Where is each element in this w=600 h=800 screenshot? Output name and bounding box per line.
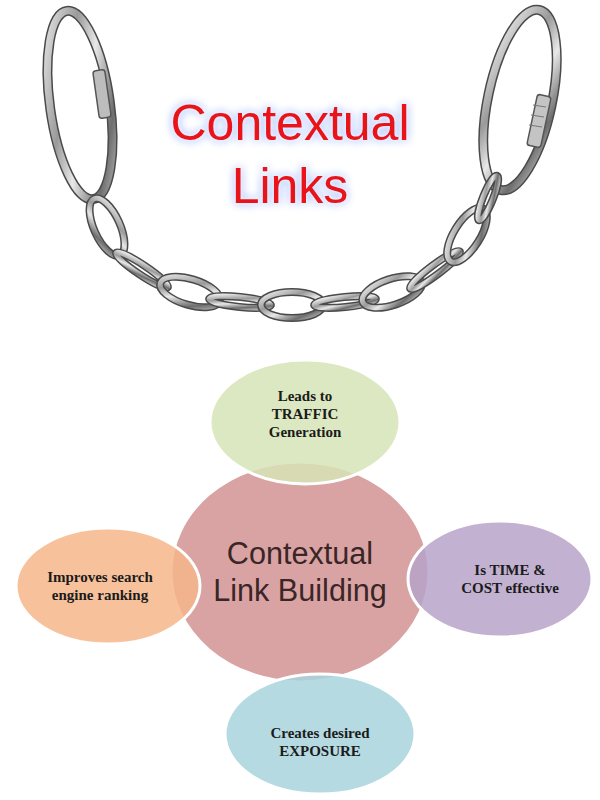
- benefit-label: Improves search engine ranking: [40, 568, 160, 604]
- ellipse-outline: [408, 521, 592, 637]
- ellipse-fill: [171, 462, 429, 682]
- hub-circle: Contextual Link Building: [171, 462, 429, 682]
- ellipse-outline: [171, 462, 429, 682]
- benefit-ellipse: Creates desired EXPOSURE: [225, 674, 415, 794]
- ellipse-outline: [16, 528, 200, 644]
- ellipse-fill: [16, 528, 200, 644]
- carabiner-right: [470, 3, 571, 196]
- benefit-ellipse: Leads to TRAFFIC Generation: [210, 360, 400, 484]
- ellipse-fill: [225, 674, 415, 794]
- title: Contextual Links: [140, 92, 440, 217]
- ellipse-fill: [408, 521, 592, 637]
- benefit-ellipse: Is TIME & COST effective: [408, 521, 592, 637]
- hub-label: Contextual Link Building: [200, 535, 400, 608]
- benefit-label: Creates desired EXPOSURE: [260, 724, 380, 760]
- ellipse-fill: [210, 360, 400, 484]
- benefit-ellipse: Improves search engine ranking: [16, 528, 200, 644]
- benefit-label: Is TIME & COST effective: [455, 561, 565, 597]
- carabiner-left: [37, 7, 123, 204]
- benefit-label: Leads to TRAFFIC Generation: [245, 387, 365, 441]
